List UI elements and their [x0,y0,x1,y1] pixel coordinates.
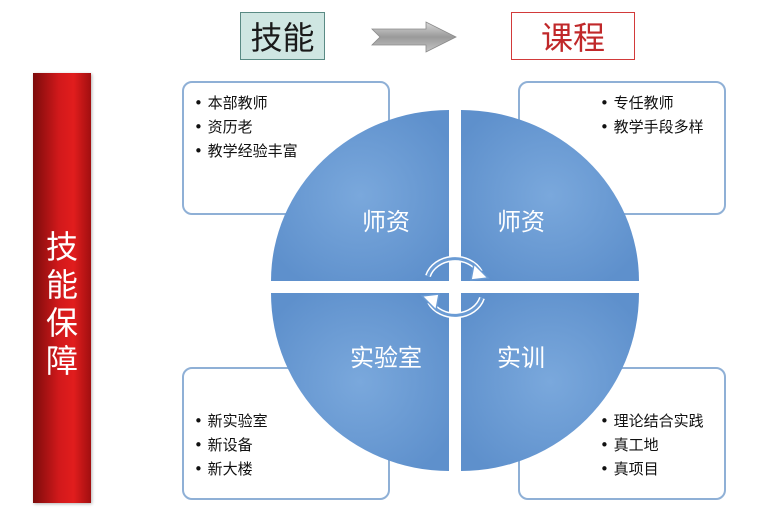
bottom-right-list: 理论结合实践 真工地 真项目 [600,409,704,481]
list-item: 本部教师 [194,91,298,115]
top-left-list: 本部教师 资历老 教学经验丰富 [194,91,298,163]
list-item: 专任教师 [600,91,704,115]
cycle-arrows-icon [420,255,490,319]
skill-label-box: 技能 [240,12,325,60]
quadrant-bottom-right [461,293,639,471]
list-item: 教学经验丰富 [194,139,298,163]
list-item: 资历老 [194,115,298,139]
skill-label: 技能 [250,19,315,57]
quadrant-label-bottom-right: 实训 [497,344,545,372]
list-item: 理论结合实践 [600,409,704,433]
list-item: 新大楼 [194,457,268,481]
quadrant-bottom-left [271,293,449,471]
course-label: 课程 [540,19,605,57]
right-arrow-icon [371,21,457,53]
top-right-list: 专任教师 教学手段多样 [600,91,704,139]
bottom-left-list: 新实验室 新设备 新大楼 [194,409,268,481]
quadrant-label-top-left: 师资 [362,208,410,236]
quadrant-circle: 师资 师资 实验室 实训 [271,110,639,471]
list-item: 新设备 [194,433,268,457]
circle-quadrants [271,110,639,471]
list-item: 教学手段多样 [600,115,704,139]
quadrant-label-top-right: 师资 [497,208,545,236]
course-label-box: 课程 [511,12,635,60]
list-item: 新实验室 [194,409,268,433]
list-item: 真项目 [600,457,704,481]
list-item: 真工地 [600,433,704,457]
quadrant-top-right [461,110,639,281]
side-bar-label: 技能保障 [45,228,78,380]
quadrant-top-left [271,110,449,281]
quadrant-label-bottom-left: 实验室 [350,344,422,372]
side-bar: 技能保障 [33,73,91,503]
